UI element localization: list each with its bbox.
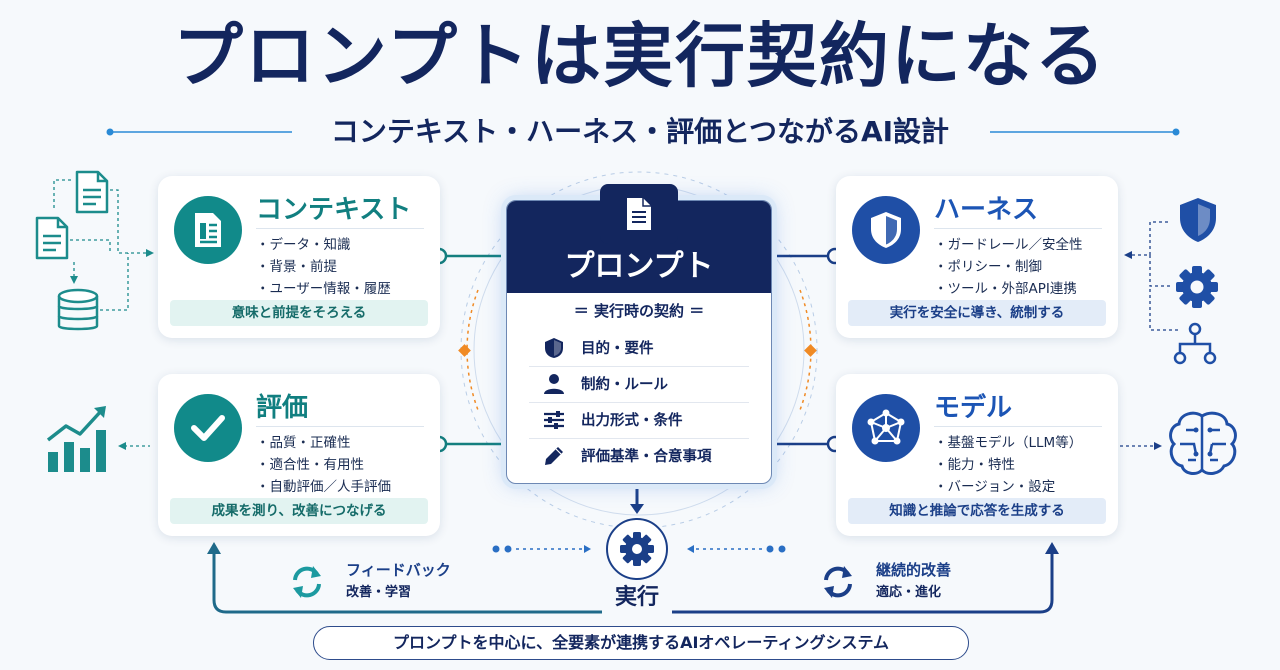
prompt-item-label: 目的・要件 [581,341,654,357]
prompt-item: 目的・要件 [529,331,749,367]
card-footer: 実行を安全に導き、統制する [848,300,1106,326]
card-footer: 成果を測り、改善につなげる [170,498,428,524]
harness-card: ハーネス ・ガードレール／安全性 ・ポリシー・制御 ・ツール・外部API連携 実… [836,176,1118,338]
pencil-icon [545,447,563,465]
context-card: コンテキスト ・データ・知識 ・背景・前提 ・ユーザー情報・履歴 意味と前提をそ… [158,176,440,338]
list-item: ・ポリシー・制御 [934,259,1042,275]
card-footer: 意味と前提をそろえる [170,300,428,326]
divider [256,426,424,427]
divider [529,438,749,439]
card-item-list: ・データ・知識 ・背景・前提 ・ユーザー情報・履歴 [256,234,391,300]
page-title: プロンプトは実行契約になる [173,15,1107,97]
prompt-subtitle: ＝ 実行時の契約 ＝ [573,302,705,320]
prompt-item: 評価基準・合意事項 [529,439,749,475]
list-item: ・自動評価／人手評価 [256,479,391,495]
gear-icon [606,518,668,580]
file-icon [75,170,109,214]
card-title: 評価 [256,393,309,423]
list-item: ・ユーザー情報・履歴 [256,281,391,297]
list-item: ・品質・正確性 [256,435,351,451]
list-item: ・ツール・外部API連携 [934,281,1077,297]
improvement-subtitle: 適応・進化 [876,585,942,600]
cycle-icon [293,566,321,598]
shield-icon [1180,198,1216,242]
model-card: モデル ・基盤モデル（LLM等） ・能力・特性 ・バージョン・設定 知識と推論で… [836,374,1118,536]
file-icon [35,216,69,260]
divider [934,426,1102,427]
check-icon [174,394,242,462]
list-item: ・適合性・有用性 [256,457,364,473]
growth-chart-icon [46,406,106,472]
document-icon [600,184,678,244]
prompt-item-label: 評価基準・合意事項 [581,449,712,465]
divider [529,366,749,367]
prompt-title: プロンプト [564,249,714,284]
improvement-title: 継続的改善 [876,561,952,579]
divider [256,228,424,229]
feedback-title: フィードバック [346,561,451,579]
bottom-banner: プロンプトを中心に、全要素が連携するAIオペレーティングシステム [313,626,969,660]
network-icon [852,394,920,462]
cycle-icon [824,566,852,598]
divider [934,228,1102,229]
card-item-list: ・ガードレール／安全性 ・ポリシー・制御 ・ツール・外部API連携 [934,234,1083,300]
database-icon [57,288,99,331]
list-item: ・ガードレール／安全性 [934,237,1083,253]
node-branch-icon [1173,322,1217,365]
list-item: ・データ・知識 [256,237,351,253]
brain-icon [1169,411,1237,475]
card-title: ハーネス [934,195,1039,225]
gear-icon [1176,266,1218,308]
feedback-subtitle: 改善・学習 [346,585,412,600]
person-icon [544,374,564,394]
sliders-icon [544,411,564,429]
prompt-item-label: 出力形式・条件 [581,413,683,429]
evaluation-card: 評価 ・品質・正確性 ・適合性・有用性 ・自動評価／人手評価 成果を測り、改善に… [158,374,440,536]
prompt-item: 出力形式・条件 [529,403,749,439]
card-item-list: ・基盤モデル（LLM等） ・能力・特性 ・バージョン・設定 [934,432,1082,498]
card-item-list: ・品質・正確性 ・適合性・有用性 ・自動評価／人手評価 [256,432,391,498]
divider [529,402,749,403]
shield-icon [852,196,920,264]
prompt-item-label: 制約・ルール [581,377,668,393]
list-item: ・バージョン・設定 [934,479,1056,495]
card-title: モデル [934,393,1013,423]
execution-label: 実行 [614,585,659,610]
page-subtitle: コンテキスト・ハーネス・評価とつながるAI設計 [330,115,950,148]
card-title: コンテキスト [256,195,412,225]
document-icon [174,196,242,264]
card-footer: 知識と推論で応答を生成する [848,498,1106,524]
prompt-item: 制約・ルール [529,367,749,403]
list-item: ・基盤モデル（LLM等） [934,435,1083,451]
list-item: ・能力・特性 [934,457,1015,473]
list-item: ・背景・前提 [256,259,337,275]
shield-icon [545,338,563,358]
